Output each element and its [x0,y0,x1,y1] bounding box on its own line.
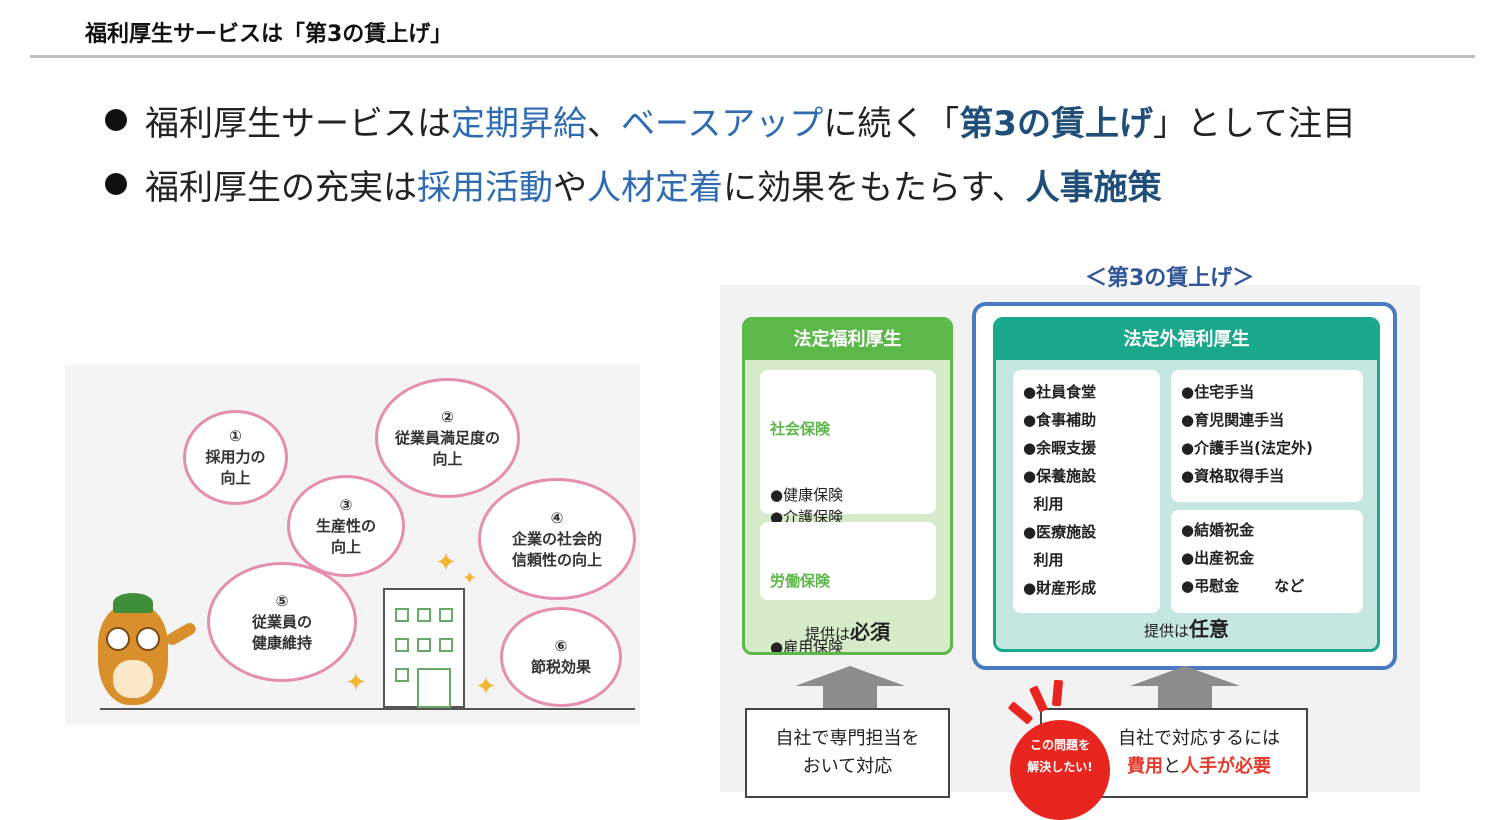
sparkle-icon: ✦ [475,672,497,702]
highlight-bold: 第3の賃上げ [959,104,1153,144]
bullet-2: 福利厚生の充実は採用活動や人材定着に効果をもたらす、人事施策 [105,160,1162,209]
gifts-list: ●結婚祝金 ●出産祝金 ●弔慰金 など [1171,510,1363,613]
text: 福利厚生サービスは [145,104,451,144]
title-divider [30,55,1475,58]
sparkle-icon: ✦ [345,668,367,698]
text: や [553,168,587,208]
social-insurance-heading: 社会保険 [770,420,831,438]
labor-insurance-items: ●雇用保険 ●労災保険 [770,638,844,655]
bubble-satisfaction: ② 従業員満足度の 向上 [375,378,520,498]
bubble-tax: ⑥ 節税効果 [500,607,622,707]
page-title: 福利厚生サービスは「第3の賃上げ」 [85,22,453,47]
building-icon [383,588,465,708]
statutory-title: 法定福利厚生 [745,320,950,360]
text: おいて対応 [802,756,893,777]
third-wage-raise-label: ＜第3の賃上げ＞ [1085,266,1255,291]
highlight: ベースアップ [621,104,824,144]
labor-insurance-heading: 労働保険 [770,572,831,590]
statutory-footer: 提供は必須 [745,620,950,646]
non-statutory-footer: 提供は任意 [996,617,1377,643]
text: 必須 [850,620,890,644]
up-arrow-icon [795,666,905,708]
text: この問題を [1029,738,1090,752]
non-statutory-title: 法定外福利厚生 [996,320,1377,360]
owl-mascot-icon [98,593,168,705]
up-arrow-icon [1130,666,1240,708]
social-insurance-box: 社会保険 ●健康保険 ●介護保険 ●厚生年金保険 ●子ども・ 子育て拠出金 [760,370,936,592]
items: ●結婚祝金 ●出産祝金 ●弔慰金 など [1181,521,1305,595]
text: と [1163,756,1181,777]
text: 解決したい! [1027,760,1093,774]
problem-burst-badge: この問題を 解決したい! [1010,720,1110,820]
text: 任意 [1189,617,1229,641]
text: 、 [587,104,621,144]
bubble-recruiting: ① 採用力の 向上 [183,410,288,505]
sparkle-icon: ✦ [435,548,457,578]
text: 人手が必要 [1181,756,1271,777]
labor-insurance-box: 労働保険 ●雇用保険 ●労災保険 [760,522,936,652]
ground-line [100,708,635,710]
bullet-1: 福利厚生サービスは定期昇給、ベースアップに続く「第3の賃上げ」として注目 [105,96,1356,145]
text: 自社で対応するには [1118,728,1280,749]
highlight: 定期昇給 [451,104,587,144]
highlight: 採用活動 [417,168,553,208]
statutory-welfare-box: 法定福利厚生 社会保険 ●健康保険 ●介護保険 ●厚生年金保険 ●子ども・ 子育… [742,317,953,655]
text: 」として注目 [1152,104,1356,144]
bubble-trust: ④ 企業の社会的 信頼性の向上 [478,478,636,600]
text: 提供は [1143,622,1189,640]
benefits-list-1: ●社員食堂 ●食事補助 ●余暇支援 ●保養施設 利用 ●医療施設 利用 ●財産形… [1013,370,1160,613]
bullet-dot-icon [105,109,127,131]
bullet-dot-icon [105,173,127,195]
sparkle-icon: ✦ [462,568,478,589]
text: 提供は [804,625,850,643]
text: 費用 [1127,756,1163,777]
in-house-dedicated-box: 自社で専門担当を おいて対応 [745,708,950,798]
allowances-list: ●住宅手当 ●育児関連手当 ●介護手当(法定外) ●資格取得手当 [1171,370,1363,502]
highlight: 人材定着 [587,168,723,208]
text: に効果をもたらす、 [723,168,1026,208]
text: 自社で専門担当を [775,728,920,749]
bubble-productivity: ③ 生産性の 向上 [287,475,405,577]
bubble-health: ⑤ 従業員の 健康維持 [207,562,357,682]
highlight-bold: 人事施策 [1025,168,1162,208]
items: ●社員食堂 ●食事補助 ●余暇支援 ●保養施設 利用 ●医療施設 利用 ●財産形… [1023,383,1097,597]
non-statutory-welfare-box: 法定外福利厚生 ●社員食堂 ●食事補助 ●余暇支援 ●保養施設 利用 ●医療施設… [993,317,1380,652]
text: 福利厚生の充実は [145,168,417,208]
items: ●住宅手当 ●育児関連手当 ●介護手当(法定外) ●資格取得手当 [1181,383,1313,485]
text: に続く「 [823,104,960,144]
